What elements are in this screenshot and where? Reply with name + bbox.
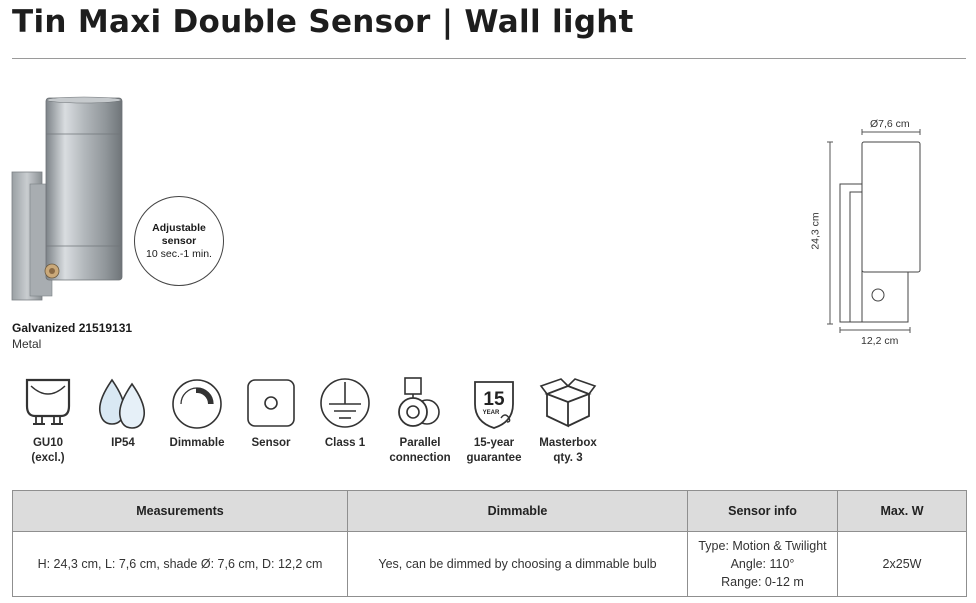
parallel-connection-icon <box>398 377 440 427</box>
cell-measurements: H: 24,3 cm, L: 7,6 cm, shade Ø: 7,6 cm, … <box>12 531 348 597</box>
callout-line-3: 10 sec.-1 min. <box>146 247 212 260</box>
feature-label: Dimmable <box>169 437 225 449</box>
adjustable-sensor-callout: Adjustable sensor 10 sec.-1 min. <box>134 196 224 286</box>
guarantee-badge-text: YEAR <box>483 410 500 416</box>
sensor-type: Type: Motion & Twilight <box>698 539 827 553</box>
feature-ip54: IP54 <box>84 374 162 451</box>
cell-dimmable: Yes, can be dimmed by choosing a dimmabl… <box>347 531 688 597</box>
header-max-w: Max. W <box>837 490 967 532</box>
guarantee-badge-number: 15 <box>483 389 505 410</box>
product-photo <box>11 96 123 301</box>
dimension-shade-diameter: Ø7,6 cm <box>870 118 910 130</box>
callout-line-2: sensor <box>161 234 197 247</box>
variant-material: Metal <box>12 337 42 351</box>
header-measurements: Measurements <box>12 490 348 532</box>
cell-sensor-info: Type: Motion & Twilight Angle: 110° Rang… <box>687 531 838 597</box>
dimension-height: 24,3 cm <box>809 212 822 250</box>
dimension-depth: 12,2 cm <box>861 335 899 347</box>
spec-table: Measurements Dimmable Sensor info Max. W… <box>12 490 967 597</box>
feature-label: 15-year guarantee <box>466 437 522 464</box>
header-sensor-info: Sensor info <box>687 490 838 532</box>
feature-guarantee: 15 YEAR 15-year guarantee <box>455 374 533 466</box>
feature-label: GU10 (excl.) <box>31 437 65 464</box>
feature-label: Masterbox qty. 3 <box>539 437 597 464</box>
header-dimmable: Dimmable <box>347 490 688 532</box>
feature-class-1: Class 1 <box>306 374 384 451</box>
class-1-ground-icon <box>320 378 370 428</box>
feature-dimmable: Dimmable <box>158 374 236 451</box>
feature-label: Parallel connection <box>389 437 451 464</box>
feature-gu10: GU10 (excl.) <box>9 374 87 466</box>
feature-parallel-connection: Parallel connection <box>381 374 459 466</box>
sensor-angle: Angle: 110° <box>730 557 795 571</box>
feature-sensor: Sensor <box>232 374 310 451</box>
masterbox-icon <box>539 378 597 428</box>
feature-label: Sensor <box>251 437 291 449</box>
cell-max-w: 2x25W <box>837 531 967 597</box>
sensor-range: Range: 0-12 m <box>721 575 804 589</box>
table-row: H: 24,3 cm, L: 7,6 cm, shade Ø: 7,6 cm, … <box>12 531 967 597</box>
gu10-bulb-icon <box>25 378 71 425</box>
feature-icons: GU10 (excl.) IP54 Dimmable Sensor <box>0 374 620 474</box>
page-title: Tin Maxi Double Sensor | Wall light <box>12 4 634 40</box>
callout-line-1: Adjustable <box>152 221 206 234</box>
table-header-row: Measurements Dimmable Sensor info Max. W <box>12 490 967 532</box>
guarantee-shield-icon: 15 YEAR <box>474 381 514 429</box>
dimmable-icon <box>172 379 222 429</box>
feature-label: Class 1 <box>324 437 366 449</box>
title-divider <box>12 58 966 59</box>
sensor-icon <box>247 379 295 427</box>
ip54-droplets-icon <box>98 378 146 429</box>
dimension-drawing <box>827 129 921 333</box>
feature-label: IP54 <box>111 437 135 449</box>
variant-name: Galvanized 21519131 <box>12 321 133 335</box>
feature-masterbox: Masterbox qty. 3 <box>529 374 607 466</box>
